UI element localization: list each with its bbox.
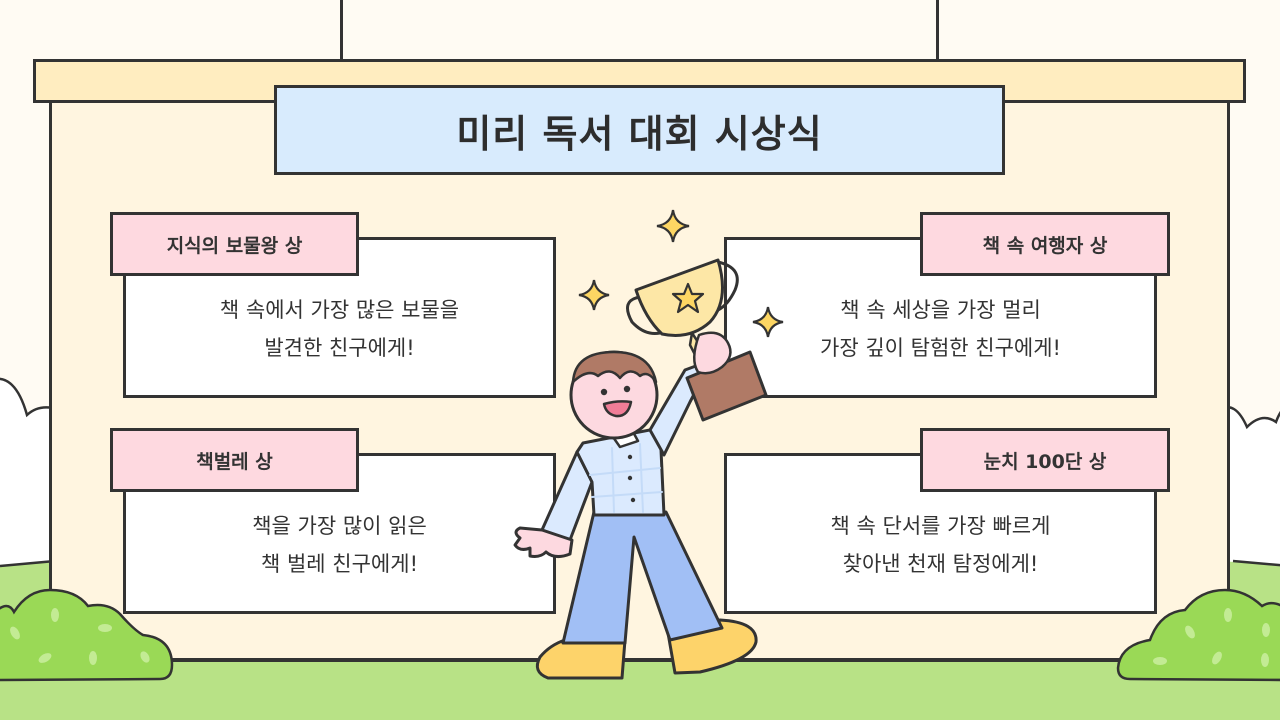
pants [561,510,724,645]
title-sign: 미리 독서 대회 시상식 [274,85,1005,175]
trophy-icon [626,258,768,422]
ground [0,660,1280,720]
sparkle-icon [656,209,690,243]
hanging-string-left [340,0,343,80]
hanging-string-right [936,0,939,80]
award-description-line: 책 속에서 가장 많은 보물을 [219,297,460,322]
award-label-badge: 지식의 보물왕 상 [110,212,359,276]
award-description-line: 책 벌레 친구에게! [260,551,418,576]
cloud-right [1218,406,1280,572]
award-title: 책 속 여행자 상 [982,234,1108,257]
award-title: 눈치 100단 상 [983,450,1107,473]
hand-right [693,331,732,375]
mouth [602,400,633,418]
hair [571,350,658,384]
award-label-badge: 눈치 100단 상 [920,428,1170,492]
shoe-left [535,638,627,680]
hand-left [513,526,574,559]
bush-right-icon [1116,588,1280,682]
award-label-badge: 책벌레 상 [110,428,359,492]
bush-left-icon [0,588,174,682]
award-card-sharp-eye: 책 속 단서를 가장 빠르게 찾아낸 천재 탐정에게! [724,453,1157,614]
character-boy-with-trophy [513,258,768,680]
award-title: 책벌레 상 [196,450,273,473]
award-description-line: 찾아낸 천재 탐정에게! [842,551,1039,576]
page-title: 미리 독서 대회 시상식 [456,111,823,156]
sparkle-icon [752,306,784,338]
award-title: 지식의 보물왕 상 [166,234,303,257]
ground-line [0,659,1280,662]
award-description-line: 책 속 단서를 가장 빠르게 [830,513,1051,538]
award-description-line: 가장 깊이 탐험한 친구에게! [820,335,1061,360]
sparkle-icon [578,279,610,311]
award-description-line: 책을 가장 많이 읽은 [252,513,427,538]
award-description-line: 책 속 세상을 가장 멀리 [840,297,1041,322]
award-label-badge: 책 속 여행자 상 [920,212,1170,276]
award-description-line: 발견한 친구에게! [264,335,415,360]
